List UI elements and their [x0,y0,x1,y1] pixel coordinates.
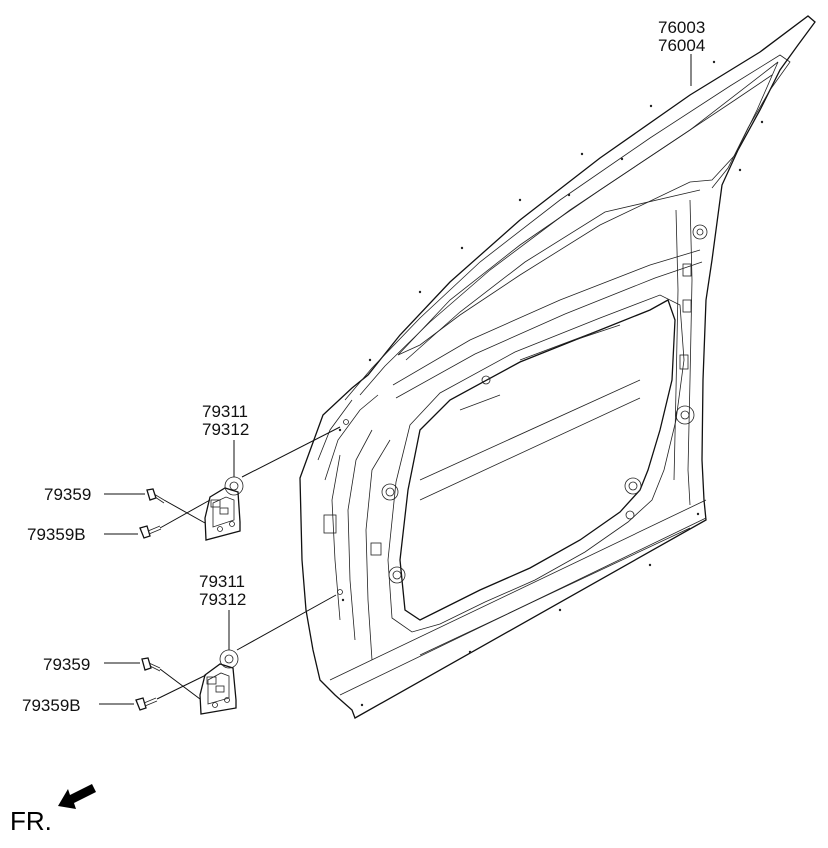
label-upper-hinge-1: 79311 [202,402,248,421]
label-door-panel-2: 76004 [658,36,705,55]
front-door-panel [299,15,816,719]
label-upper-bolt-b: 79359B [27,525,86,544]
lower-hinge-bolt [141,657,161,672]
upper-hinge-bolt [146,488,165,504]
lower-hinge-assembly [99,594,337,715]
label-upper-bolt-a: 79359 [44,485,91,504]
upper-hinge-bolt-b [139,525,162,539]
label-lower-bolt-a: 79359 [43,655,90,674]
label-lower-hinge-1: 79311 [199,572,245,591]
front-direction-arrow-icon [58,784,96,809]
front-direction-label: FR. [10,806,52,836]
upper-door-hinge [204,476,244,541]
label-lower-hinge-2: 79312 [199,590,246,609]
lower-hinge-bolt-b [135,697,158,711]
label-upper-hinge-2: 79312 [202,420,249,439]
label-lower-bolt-b: 79359B [22,696,81,715]
lower-door-hinge [199,649,239,715]
label-door-panel-1: 76003 [658,18,705,37]
upper-hinge-assembly [104,426,341,541]
front-direction-indicator: FR. [10,784,96,836]
